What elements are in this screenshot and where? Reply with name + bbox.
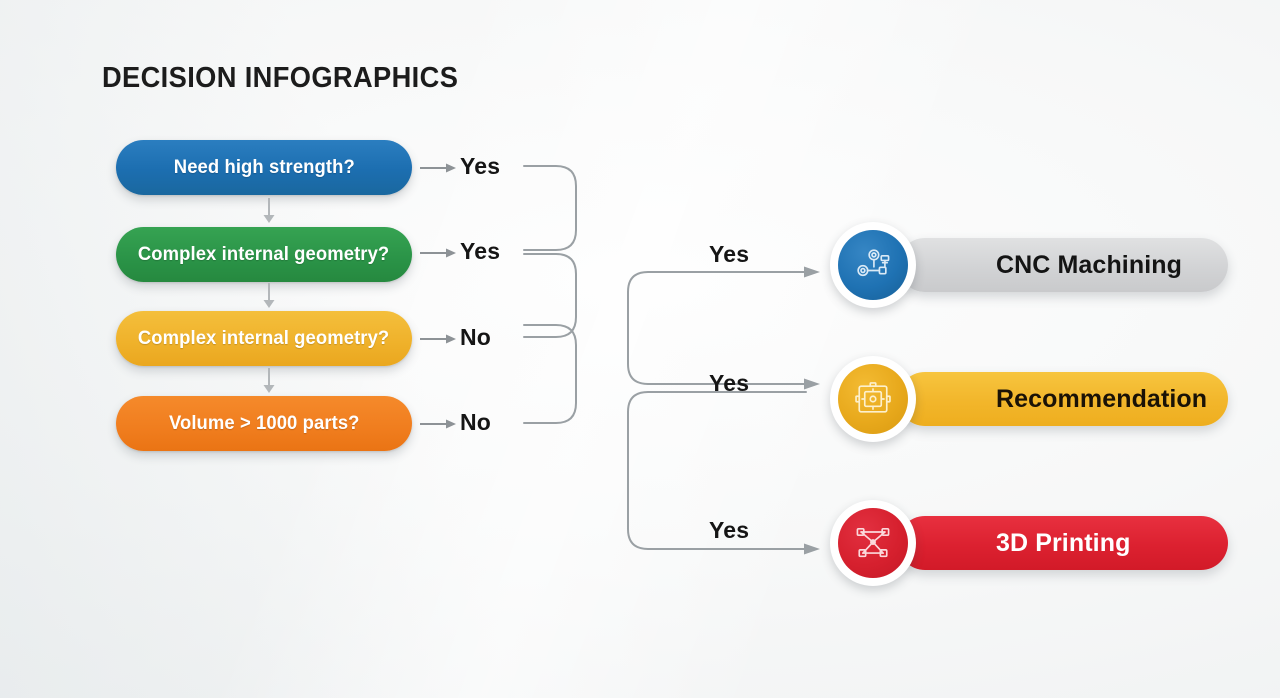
result-badge [830, 500, 916, 586]
page-title: DECISION INFOGRAPHICS [102, 62, 459, 94]
decision-box-complex-geometry-green[interactable]: Complex internal geometry? [116, 227, 412, 282]
result-pill: Recommendation [898, 372, 1228, 426]
decision-box-volume-parts[interactable]: Volume > 1000 parts? [116, 396, 412, 451]
result-pill: 3D Printing [898, 516, 1228, 570]
branch-label-4: No [460, 409, 492, 435]
result-badge [830, 222, 916, 308]
branch-label-2: Yes [460, 238, 501, 264]
decision-box-complex-geometry-amber[interactable]: Complex internal geometry? [116, 311, 412, 366]
result-pill: CNC Machining [898, 238, 1228, 292]
branch-arrow-icon [420, 332, 458, 344]
down-arrow-icon [262, 197, 276, 227]
result-label: Recommendation [996, 384, 1208, 413]
decision-box-label: Need high strength? [173, 156, 355, 178]
circuit-chip-icon [838, 364, 908, 434]
down-arrow-icon [262, 367, 276, 397]
decision-box-need-high-strength[interactable]: Need high strength? [116, 140, 412, 195]
result-label: 3D Printing [996, 528, 1131, 557]
branch-arrow-icon [420, 246, 458, 258]
branch-arrow-icon [420, 161, 458, 173]
decision-box-label: Volume > 1000 parts? [168, 412, 360, 434]
result-branch-label-recommendation: Yes [709, 370, 750, 396]
cnc-machine-icon [838, 230, 908, 300]
wireframe-node-icon [838, 508, 908, 578]
down-arrow-icon [262, 282, 276, 312]
result-branch-label-3d-printing: Yes [709, 517, 750, 543]
branch-label-1: Yes [460, 153, 501, 179]
result-badge [830, 356, 916, 442]
result-label: CNC Machining [996, 250, 1183, 279]
result-branch-label-cnc: Yes [709, 241, 750, 267]
branch-arrow-icon [420, 417, 458, 429]
branch-label-3: No [460, 324, 492, 350]
decision-box-label: Complex internal geometry? [138, 327, 390, 349]
decision-box-label: Complex internal geometry? [138, 243, 390, 265]
